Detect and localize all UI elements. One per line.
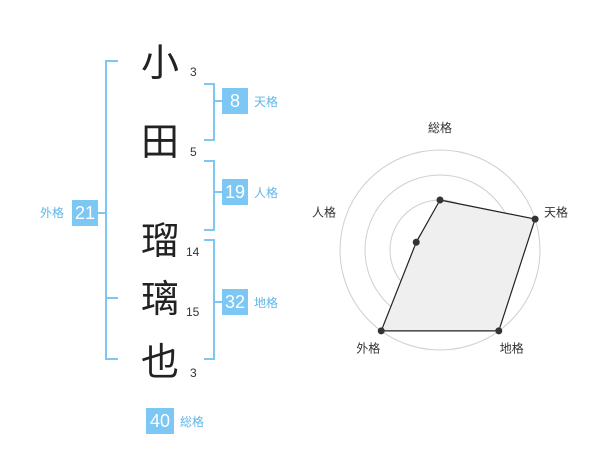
chikaku-value: 32 (222, 289, 248, 315)
chikaku-bracket (204, 239, 215, 360)
jinkaku-value: 19 (222, 179, 248, 205)
radar-point-3 (495, 327, 503, 335)
gaikaku-bracket (105, 60, 118, 360)
soukaku-value: 40 (146, 408, 174, 434)
name-char-3: 瑠 (140, 219, 179, 263)
name-char-5-strokes: 3 (190, 366, 197, 380)
radar-point-5 (412, 238, 420, 246)
gaikaku-label: 外格 (40, 206, 65, 220)
name-char-1-strokes: 3 (190, 65, 197, 79)
radar-axis-label-1: 総格 (428, 120, 452, 135)
name-char-3-strokes: 14 (186, 245, 200, 259)
name-char-4-strokes: 15 (186, 305, 200, 319)
name-char-2-strokes: 5 (190, 145, 197, 159)
name-char-1: 小 (140, 41, 179, 85)
tenkaku-value: 8 (222, 88, 248, 114)
gaikaku-value: 21 (72, 200, 98, 226)
tenkaku-label: 天格 (254, 95, 279, 109)
radar-point-4 (377, 327, 385, 335)
radar-point-1 (436, 196, 444, 204)
radar-axis-label-2: 天格 (544, 204, 568, 219)
tenkaku-bracket (204, 83, 215, 141)
name-char-4: 璃 (140, 277, 179, 321)
radar-area (380, 199, 536, 332)
radar-axis-label-3: 地格 (500, 341, 524, 356)
soukaku-label: 総格 (180, 415, 205, 429)
chikaku-label: 地格 (254, 296, 279, 310)
name-char-5: 也 (140, 340, 179, 384)
radar-point-2 (531, 215, 539, 223)
jinkaku-bracket (204, 160, 215, 231)
jinkaku-label: 人格 (254, 186, 279, 200)
radar-grid-ring (339, 149, 541, 351)
radar-axis-label-4: 外格 (356, 341, 380, 356)
radar-axis-label-5: 人格 (312, 204, 336, 219)
name-char-2: 田 (140, 120, 179, 164)
